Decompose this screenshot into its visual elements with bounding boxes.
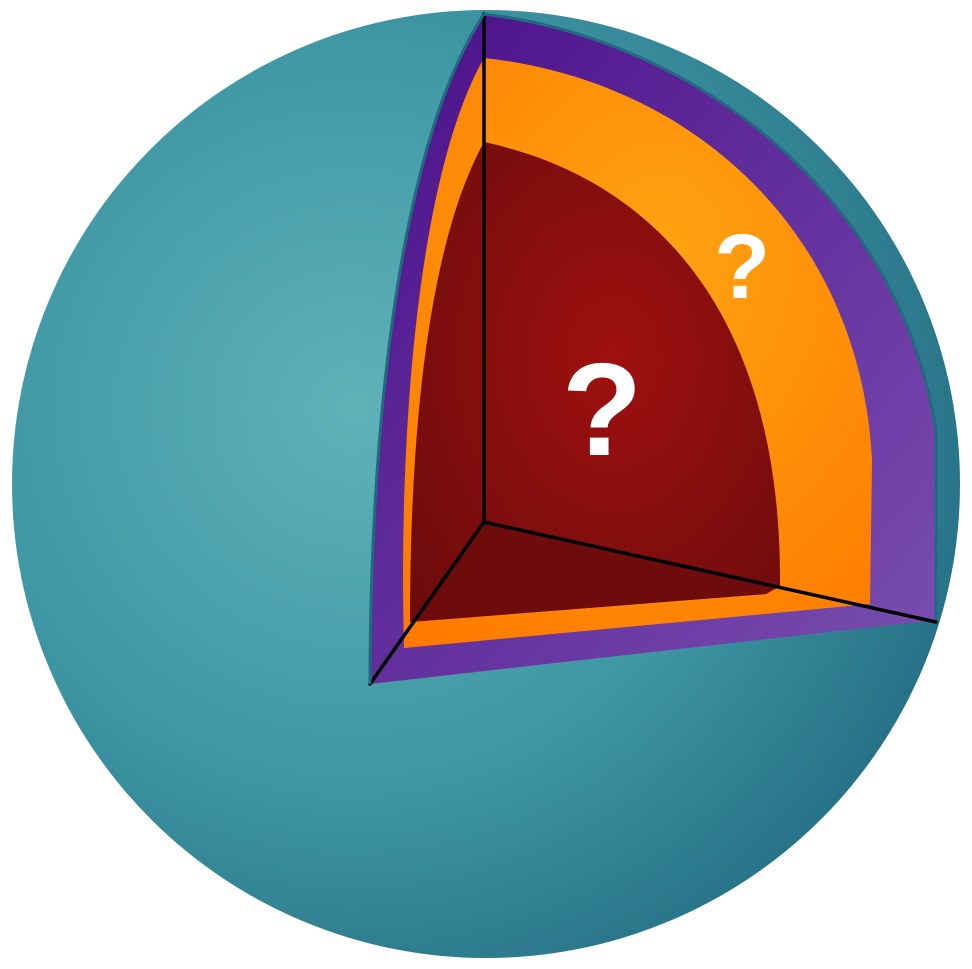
middle-layer-label: ? — [714, 216, 770, 318]
core-label: ? — [562, 336, 643, 483]
